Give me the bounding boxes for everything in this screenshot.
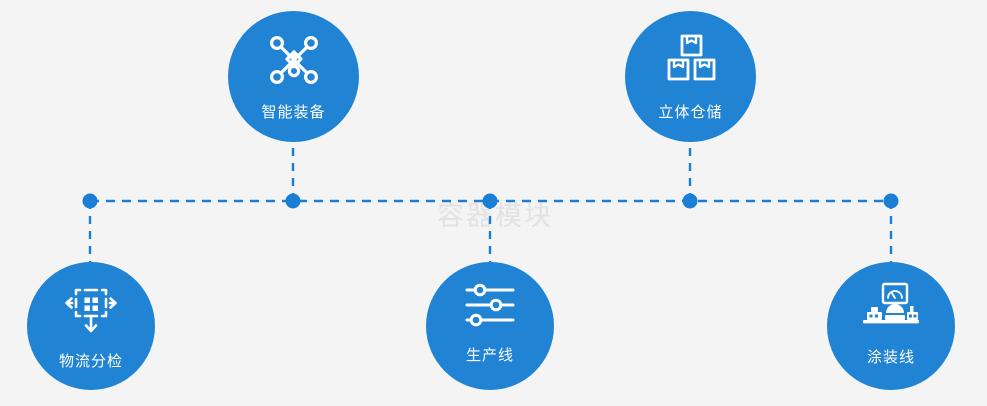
junction-dot-j2[interactable] bbox=[285, 193, 301, 209]
sliders-icon bbox=[463, 282, 517, 328]
node-stereoscopic-warehouse[interactable]: 立体仓储 bbox=[625, 11, 756, 142]
junction-dot-j1[interactable] bbox=[82, 193, 98, 209]
node-label: 立体仓储 bbox=[658, 104, 723, 121]
junction-dot-j5[interactable] bbox=[883, 193, 899, 209]
node-label: 物流分检 bbox=[58, 353, 123, 370]
factory-machine-icon bbox=[861, 282, 921, 330]
node-label: 智能装备 bbox=[261, 104, 326, 121]
stacked-boxes-icon bbox=[665, 33, 717, 85]
node-logistics-sorting[interactable]: 物流分检 bbox=[27, 262, 155, 390]
node-smart-equipment[interactable]: 智能装备 bbox=[228, 11, 359, 142]
sorting-arrows-icon bbox=[63, 282, 119, 334]
node-label: 生产线 bbox=[465, 347, 514, 364]
junction-dot-j4[interactable] bbox=[682, 193, 698, 209]
junction-dot-j3[interactable] bbox=[482, 193, 498, 209]
node-production-line[interactable]: 生产线 bbox=[426, 262, 554, 390]
network-nodes-icon bbox=[267, 33, 321, 85]
node-painting-line[interactable]: 涂装线 bbox=[827, 262, 955, 390]
node-label: 涂装线 bbox=[866, 349, 915, 366]
